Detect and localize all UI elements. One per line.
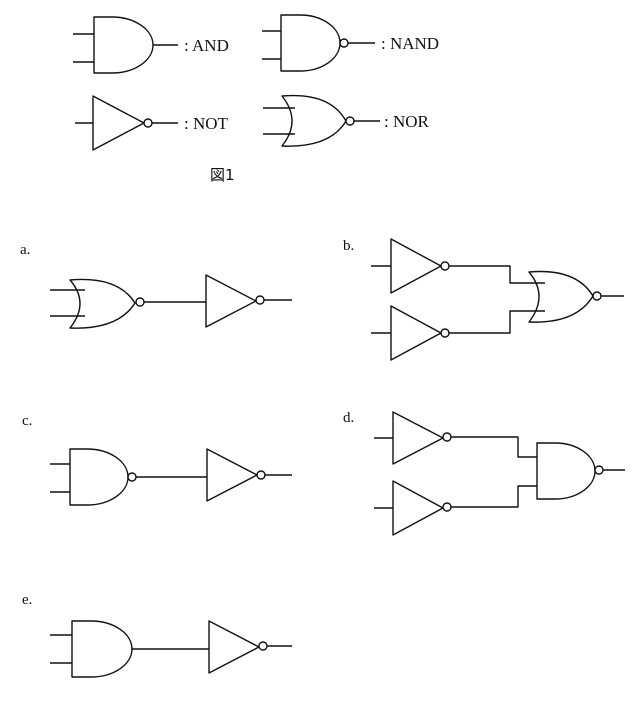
circuit-d-label: d. xyxy=(343,410,354,426)
circuit-b-label: b. xyxy=(343,238,354,254)
circuit-e-label: e. xyxy=(22,592,32,608)
circuit-c-label: c. xyxy=(22,413,32,429)
circuit-a xyxy=(50,274,292,329)
legend-nand-label: : NAND xyxy=(381,34,439,53)
legend-and-label: : AND xyxy=(184,36,229,55)
legend-not-gate xyxy=(75,95,178,151)
legend-not-label: : NOT xyxy=(184,114,229,133)
circuit-a-label: a. xyxy=(20,242,30,258)
legend-nor-label: : NOR xyxy=(384,112,430,131)
legend-nor-gate xyxy=(263,94,380,147)
circuit-c xyxy=(50,448,292,506)
circuit-b xyxy=(371,238,624,361)
figure-caption: 図1 xyxy=(210,166,235,184)
circuit-e xyxy=(50,620,292,678)
circuit-d xyxy=(374,411,625,536)
legend-nand-gate xyxy=(262,14,375,72)
legend-and-gate xyxy=(73,16,178,74)
